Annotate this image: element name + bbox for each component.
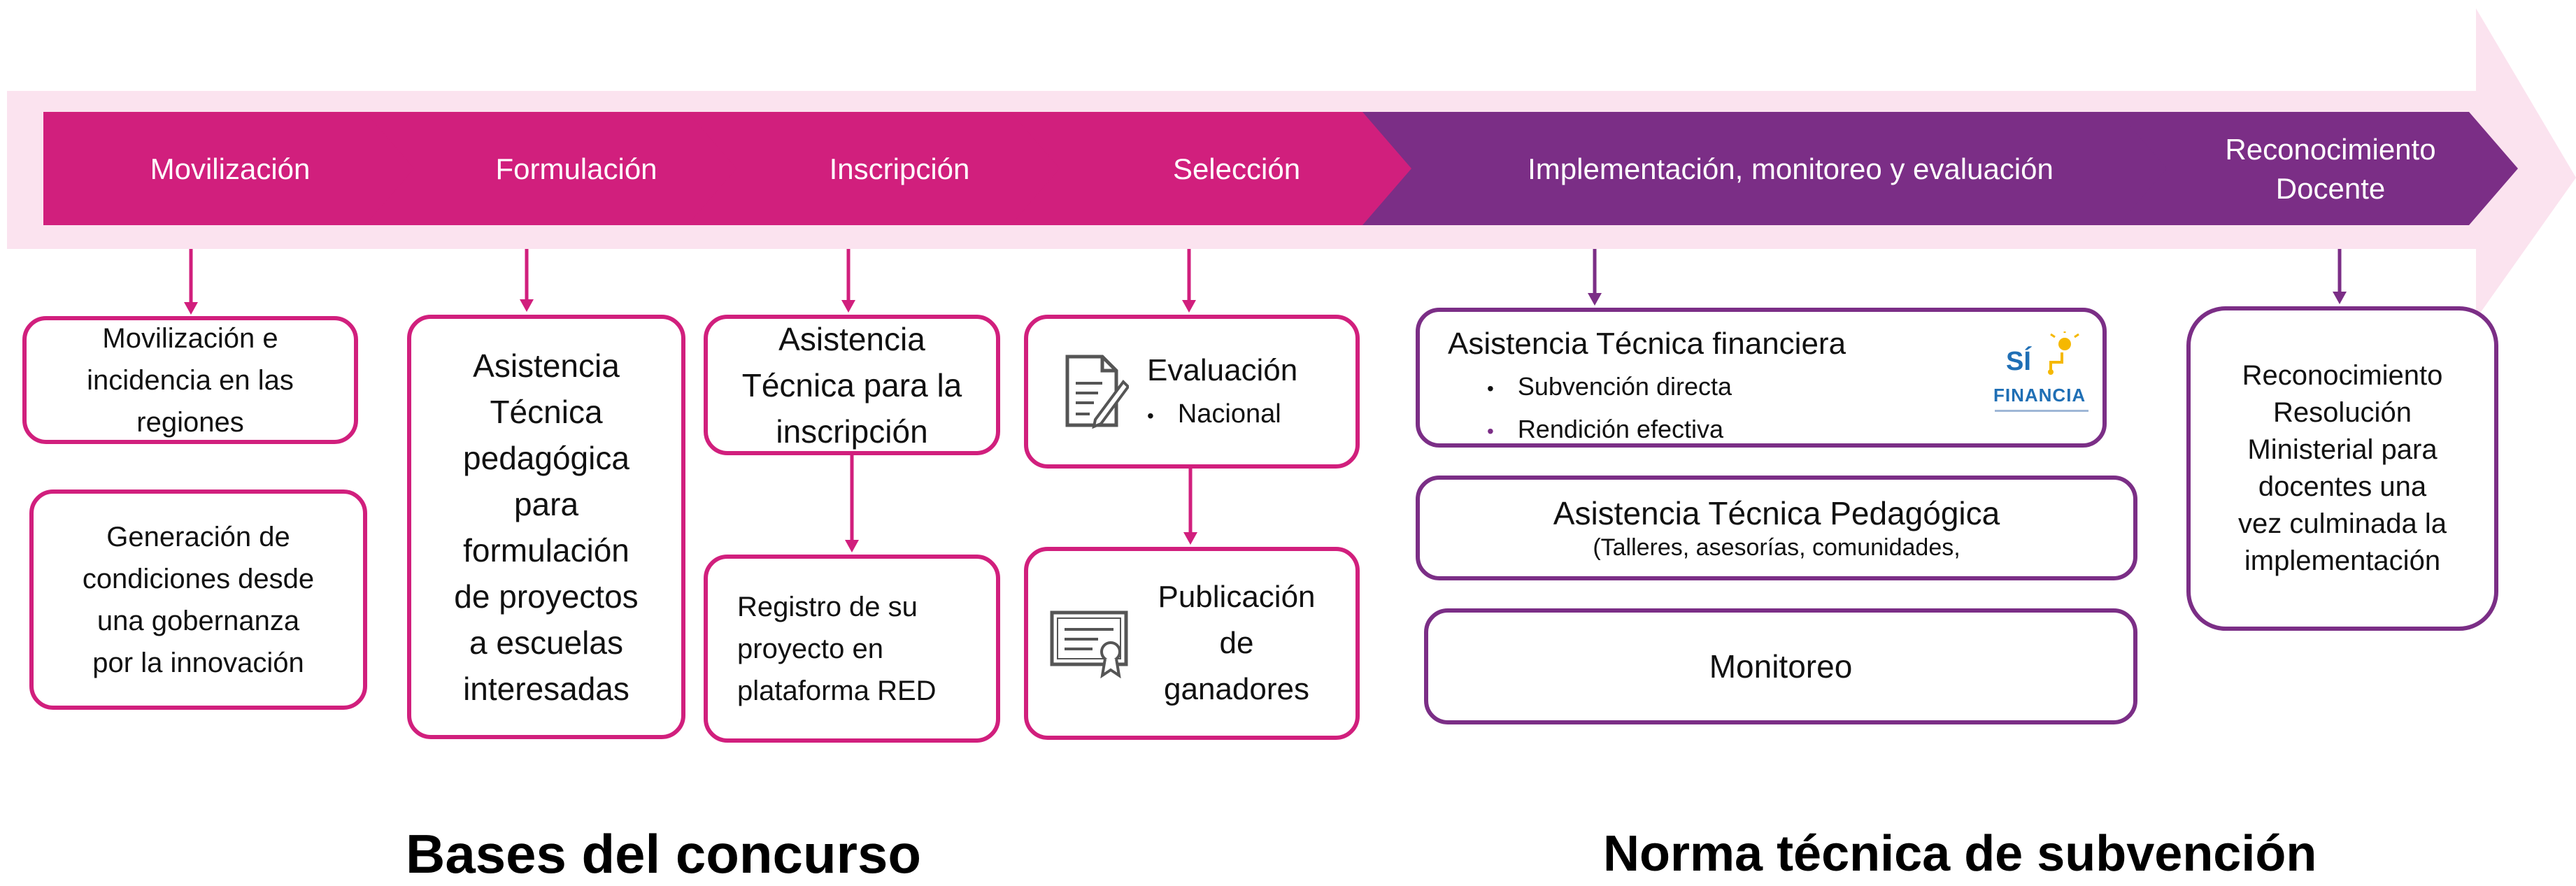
connector-arrowhead [520,299,534,312]
box-generacion-condiciones: Generación de condiciones desde una gobe… [29,490,367,710]
evaluacion-title: Evaluación [1147,352,1298,387]
connector-arrowhead [1588,293,1602,306]
publicacion-title: Publicación de ganadores [1158,580,1316,706]
stage-label: Formulación [495,152,657,185]
connector-arrows [184,249,2347,552]
box-asistencia-inscripcion: Asistencia Técnica para la inscripción [704,315,1000,455]
box-publicacion-ganadores: Publicación de ganadores [1024,547,1360,740]
stage-chevron [1362,112,2193,225]
box-text: Generación de condiciones desde una gobe… [82,521,315,678]
stage-label: Inscripción [830,152,970,185]
connector-arrowhead [845,540,859,552]
bullet-dot: • [1147,404,1154,427]
logo-tagline-line [1995,410,2088,412]
box-text: Registro de su proyecto en plataforma RE… [737,591,937,706]
box-text: Reconocimiento Resolución Ministerial pa… [2238,360,2447,576]
box-monitoreo: Monitoreo [1424,608,2137,724]
stage-chevron [2118,112,2518,225]
lightbulb-icon [2048,331,2079,375]
document-pen-icon [1065,355,1129,429]
si-financia-logo: SÍ FINANCIA [1992,331,2097,425]
certificate-icon [1050,610,1128,678]
evaluacion-bullet: •Nacional [1147,399,1281,429]
connector-arrowhead [2333,292,2347,304]
box-asistencia-financiera: Asistencia Técnica financiera •Subvenció… [1416,308,2107,448]
footer-bases-del-concurso: Bases del concurso [406,823,921,885]
box-text: Asistencia Técnica pedagógica para formu… [454,347,639,707]
logo-text-si: SÍ [2006,347,2031,376]
stage-label: Selección [1173,152,1300,185]
stage-chevron [1011,112,1437,225]
box-movilizacion-incidencia: Movilización e incidencia en las regione… [22,316,358,444]
logo-text-financia: FINANCIA [1993,385,2086,406]
box-evaluacion: Evaluación •Nacional [1024,315,1360,469]
stage-chevron [688,112,1086,225]
stage-label: Implementación, monitoreo y evaluación [1528,152,2054,185]
stage-label: Movilización [150,152,311,185]
connector-arrowhead [841,300,855,313]
financiera-bullet-2: •Rendición efectiva [1487,415,1723,443]
bullet-dot: • [1487,378,1494,399]
pedagogica-subtitle: (Talleres, asesorías, comunidades, [1593,534,1961,561]
connector-arrowhead [1182,300,1196,313]
box-registro-proyecto: Registro de su proyecto en plataforma RE… [704,555,1000,743]
box-reconocimiento-resolucion: Reconocimiento Resolución Ministerial pa… [2186,306,2498,631]
stage-chevron [43,112,441,225]
evaluacion-content: Evaluación •Nacional [1147,348,1297,436]
connector-arrowhead [184,302,198,315]
stage-chevron [365,112,762,225]
financiera-bullet-1: •Subvención directa [1487,372,1732,401]
pedagogica-title: Asistencia Técnica Pedagógica [1553,495,2000,531]
bullet-dot: • [1487,420,1494,442]
box-text: Asistencia Técnica para la inscripción [741,320,962,450]
box-asistencia-pedagogica-formulacion: Asistencia Técnica pedagógica para formu… [407,315,685,739]
box-asistencia-pedagogica: Asistencia Técnica Pedagógica (Talleres,… [1416,476,2137,580]
footer-norma-tecnica: Norma técnica de subvención [1603,826,2317,882]
financiera-title: Asistencia Técnica financiera [1448,327,1846,361]
monitoreo-title: Monitoreo [1709,648,1853,685]
connector-arrowhead [1183,532,1197,545]
box-text: Movilización e incidencia en las regione… [87,322,294,438]
stage-chevrons: Movilización Formulación Inscripción Selecc… [43,112,2518,225]
